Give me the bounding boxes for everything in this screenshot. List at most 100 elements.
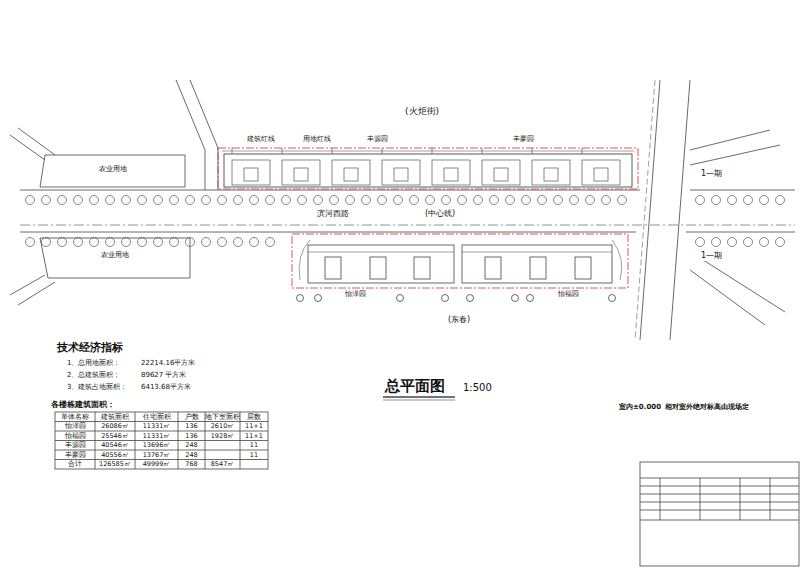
plan-label: 2、总建筑面积： [66,372,121,380]
table-cell: 248 [178,442,205,449]
drawing-title: 总平面图 [384,378,446,395]
tree-symbol [728,196,737,205]
tree-symbol [474,196,483,205]
tree-symbol [712,196,721,205]
table-cell: 136 [178,433,205,440]
tree-symbol [266,238,275,247]
dimension-tick [332,148,333,154]
table-cell: 丰豪园 [55,452,95,459]
tree-symbol [744,196,753,205]
plan-label: 技术经济指标 [56,342,124,354]
tree-symbol [506,196,515,205]
tree-symbol [458,196,467,205]
tree-symbol [378,196,387,205]
tree-symbol [106,238,115,247]
dimension-tick [532,148,533,154]
table-cell: 地下室面积 [205,414,240,421]
plan-label: 建筑红线 [246,136,276,144]
table-cell: 合计 [55,461,95,468]
table-cell: 11331㎡ [135,423,178,430]
tree-symbol [202,238,211,247]
tree-symbol [202,196,211,205]
tree-symbol [282,196,291,205]
tree-symbol [538,196,547,205]
tree-symbol [218,238,227,247]
plan-label: 丰源园 [366,136,389,144]
table-cell: 层数 [240,414,268,421]
tree-symbol [250,196,259,205]
stair-core [244,168,258,181]
plan-label: 各楼栋建筑面积： [50,401,116,410]
plan-label: (火炬街) [404,107,440,117]
tree-symbol [712,238,721,247]
building-block [382,160,420,185]
tree-symbol [266,196,275,205]
tree-symbol [154,196,163,205]
dimension-tick [582,148,583,154]
dimension-tick [282,148,283,154]
building-block [332,160,370,185]
tree-symbol [760,196,769,205]
tree-symbol [138,196,147,205]
table-cell: 13696㎡ [135,442,178,449]
stair-core [344,168,358,181]
tree-symbol [618,196,627,205]
tree-symbol [696,196,705,205]
plan-label: 1、总用地面积： [66,360,121,368]
table-cell: 建筑面积 [95,414,135,421]
stair-core [444,168,458,181]
table-cell: 768 [178,461,205,468]
table-cell: 248 [178,452,205,459]
table-cell: 住宅面积 [135,414,178,421]
table-cell: 单体名称 [55,414,95,421]
tree-symbol [74,238,83,247]
dimension-tick [432,148,433,154]
table-cell: 13767㎡ [135,452,178,459]
tree-symbol [90,196,99,205]
stair-core [494,168,508,181]
table-cell: 2610㎡ [205,423,240,430]
building-block [532,160,570,185]
table-cell: 136 [178,423,205,430]
tree-symbol [58,196,67,205]
tree-symbol [298,196,307,205]
plan-label: 89627 平方米 [140,372,188,380]
tree-symbol [490,196,499,205]
table-cell: 40546㎡ [95,442,135,449]
tree-symbol [586,196,595,205]
table-cell: 户数 [178,414,205,421]
plan-label: 滨河西路 [316,210,350,219]
plan-label: 6413.68平方米 [140,384,192,392]
tree-symbol [394,196,403,205]
table-cell: 11 [240,442,268,449]
tree-symbol [234,196,243,205]
dimension-tick [382,148,383,154]
stair-core [594,168,608,181]
tree-symbol [26,196,35,205]
table-cell: 40556㎡ [95,452,135,459]
building-block [582,160,620,185]
tree-symbol [234,238,243,247]
tree-symbol [760,238,769,247]
tree-symbol [776,196,785,205]
plan-label: 农业用地 [98,166,128,174]
plan-label: (东春) [447,316,471,325]
plan-label: 1—期 [700,252,723,261]
building-block [432,160,470,185]
table-cell: 11+1 [240,423,268,430]
table-cell: 怡泽园 [55,423,95,430]
tree-symbol [250,238,259,247]
tree-symbol [106,196,115,205]
stair-core [544,168,558,181]
plan-label: 1:500 [462,382,493,393]
tree-symbol [122,238,131,247]
tree-symbol [154,238,163,247]
dimension-tick [482,148,483,154]
table-cell: 25546㎡ [95,433,135,440]
tree-symbol [170,238,179,247]
tree-symbol [186,196,195,205]
tree-symbol [74,196,83,205]
tree-symbol [122,196,131,205]
tree-symbol [42,196,51,205]
plan-label: 丰豪园 [512,136,535,144]
